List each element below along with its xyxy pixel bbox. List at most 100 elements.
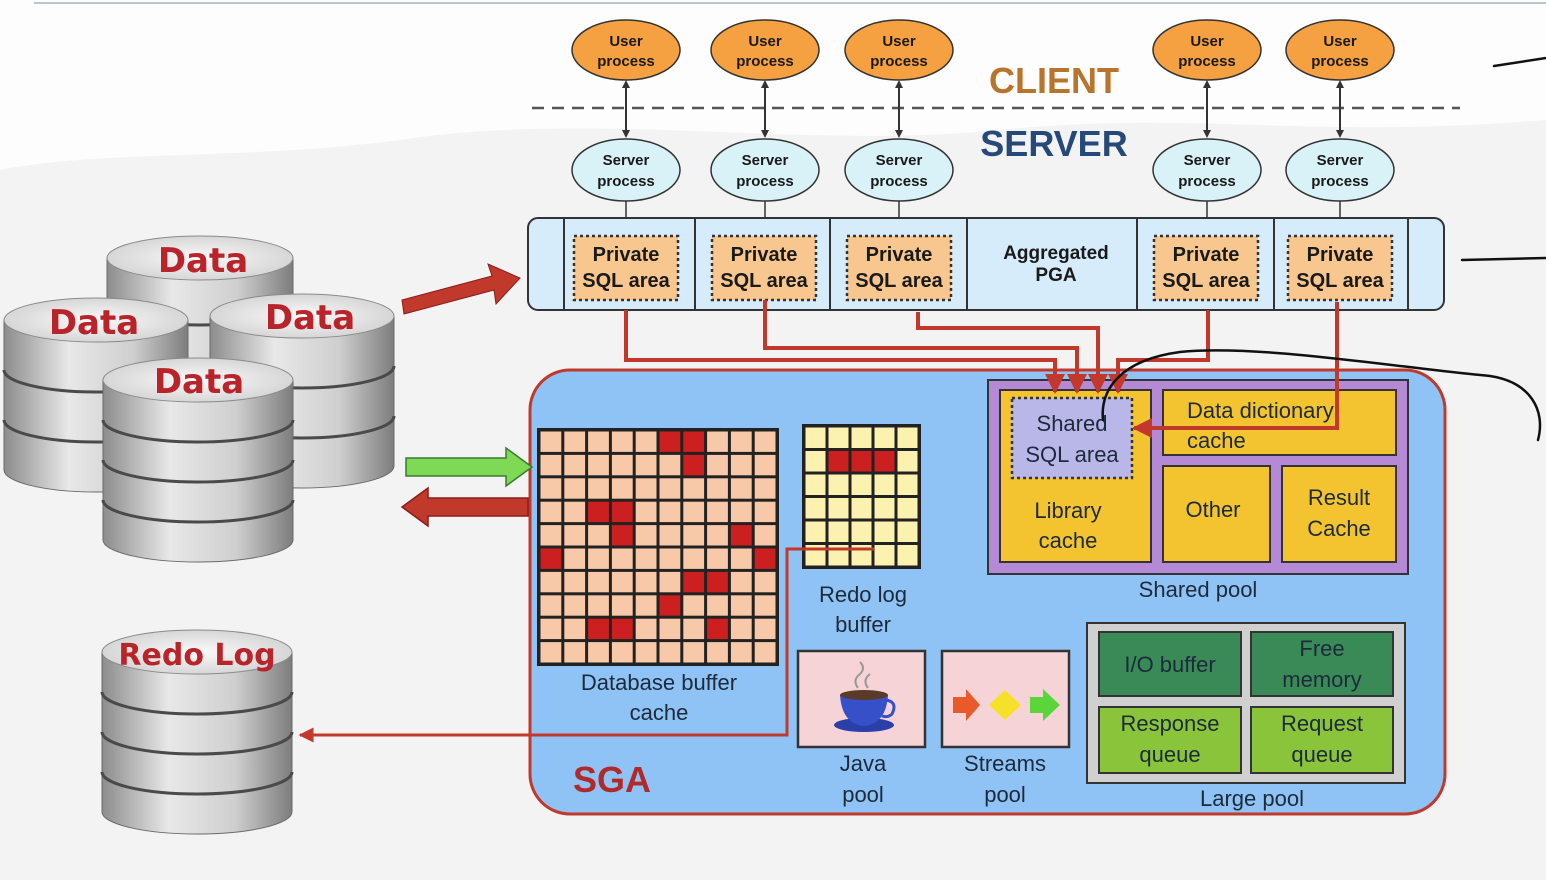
response-queue-label: Response [1120,711,1219,736]
client-label: CLIENT [989,60,1119,101]
sga-label: SGA [573,759,651,800]
database-buffer-cache-label: cache [630,700,689,725]
buffer-block [683,525,705,546]
streams-pool-label: Streams [964,751,1046,776]
private-sql-area-5: Private SQL area [1286,234,1394,302]
buffer-block [707,642,728,663]
redo-block [897,545,918,566]
server-process-label: Server [876,152,923,169]
buffer-block [635,548,657,569]
buffer-block [635,525,657,546]
server-process-1: Server process [571,138,681,202]
buffer-block [659,618,681,640]
redo-block [874,427,895,448]
buffer-block [588,431,609,452]
redo-block [874,521,895,542]
buffer-block [683,501,705,523]
buffer-block [588,478,609,499]
buffer-block [540,454,562,476]
buffer-block [754,454,776,476]
buffer-block [564,454,586,476]
request-queue-box [1250,706,1394,774]
buffer-block [730,618,752,640]
user-process-label: User [882,33,916,50]
buffer-block [564,548,586,569]
buffer-block [540,618,562,640]
server-process-label: Server [742,152,789,169]
data-to-pga-arrow [401,263,521,315]
user-process-5: User process [1285,19,1395,81]
buffer-block [540,525,562,546]
buffer-block [588,618,609,640]
redo-block [851,451,872,472]
server-process-label: Server [1317,152,1364,169]
result-cache-box [1281,465,1397,563]
redo-block [874,545,895,566]
redo-block [897,521,918,542]
buffer-block [754,571,776,593]
private-sql-area-4: Private SQL area [1152,234,1260,302]
large-pool: I/O buffer Free memory Response queue Re… [1086,622,1406,811]
buffer-block [635,642,657,663]
data-cylinder-front [101,357,295,563]
server-process-label: process [1178,173,1236,190]
private-sql-area-2: Private SQL area [710,234,818,302]
redo-log-cylinder [100,629,294,835]
buffer-block [754,618,776,640]
redo-block [805,498,826,519]
buffer-block [730,548,752,569]
buffer-block [564,595,586,616]
buffer-block [588,571,609,593]
free-memory-label: Free [1299,636,1344,661]
private-sql-label: SQL area [1296,270,1384,292]
data-dictionary-label: Data dictionary [1187,398,1334,423]
buffer-block [754,478,776,499]
shared-sql-label: Shared [1037,411,1108,436]
buffer-block [659,642,681,663]
redo-buffer-frame [802,424,921,569]
user-process-label: User [1323,33,1357,50]
private-sql-label: Private [731,244,798,266]
redo-block [828,498,849,519]
buffer-block [611,642,633,663]
streams-pool: Streams pool [940,649,1071,807]
private-sql-label: SQL area [1162,270,1250,292]
buffer-block [659,478,681,499]
data-to-sga-arrow [405,446,534,488]
buffer-block [659,431,681,452]
streams-pool-label: pool [984,782,1026,807]
user-process-1: User process [571,19,681,81]
streams-flow-icon [953,689,1060,721]
buffer-block [683,571,705,593]
buffer-block [659,501,681,523]
user-process-label: process [597,53,655,70]
redo-block [805,521,826,542]
aggregated-pga-label: PGA [1035,265,1076,286]
buffer-block [707,501,728,523]
sga-to-data-arrow [400,486,529,528]
aggregated-pga-label: Aggregated [1003,243,1109,264]
other-box [1162,465,1271,563]
data-dictionary-cache [1162,389,1397,456]
private-sql-label: Private [1307,244,1374,266]
shared-sql-label: SQL area [1025,442,1119,467]
data-label: Data [265,298,355,338]
user-process-label: process [870,53,928,70]
buffer-block [540,595,562,616]
redo-log-buffer-label: buffer [835,612,891,637]
result-cache-label: Result [1308,485,1370,510]
shared-sql-area [1010,396,1134,480]
buffer-block [683,548,705,569]
buffer-block [707,478,728,499]
buffer-block [730,454,752,476]
java-pool-label: pool [842,782,884,807]
data-dictionary-label: cache [1187,428,1246,453]
buffer-block [611,478,633,499]
private-to-shared-flow-lines [624,300,1339,438]
private-sql-label: SQL area [855,270,943,292]
buffer-block [611,595,633,616]
buffer-block [707,618,728,640]
buffer-block [635,431,657,452]
redo-block [805,427,826,448]
